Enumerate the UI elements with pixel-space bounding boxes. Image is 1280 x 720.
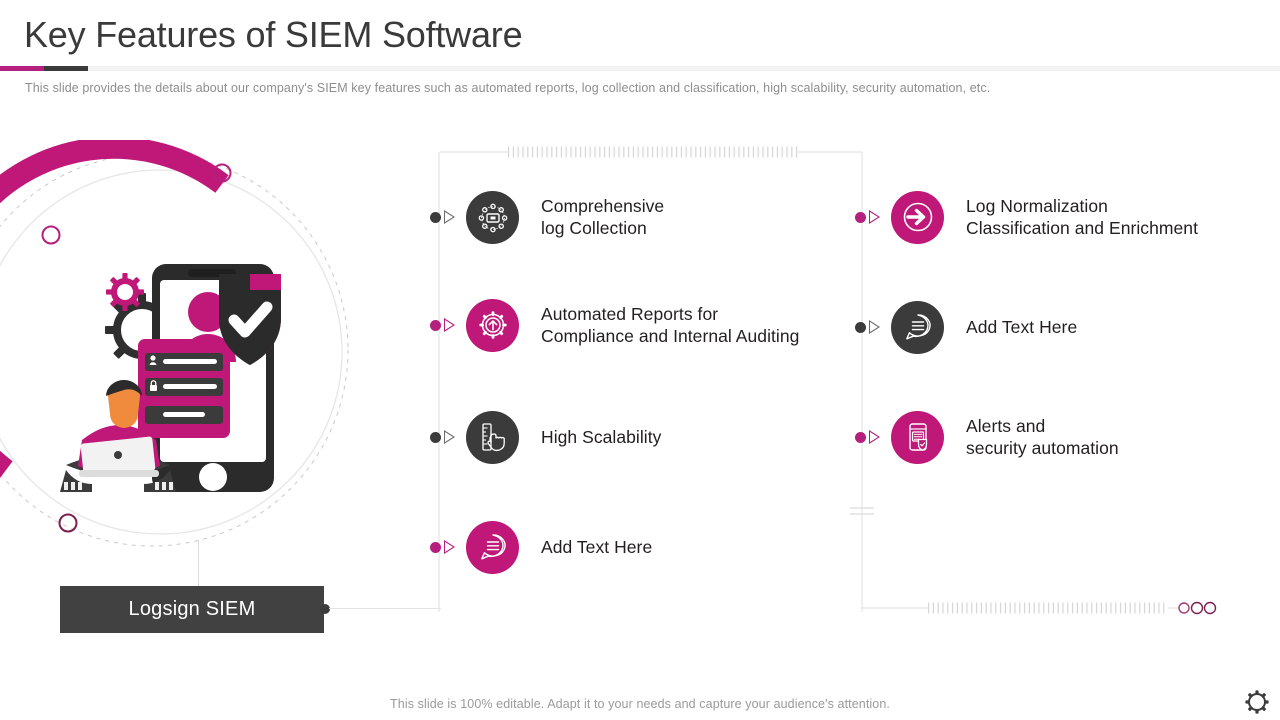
- hand-ruler-scale-icon: [466, 410, 519, 464]
- feature-item-log-normalization[interactable]: Log Normalization Classification and Enr…: [855, 188, 1198, 246]
- arrow-into-circle-icon: [891, 190, 944, 244]
- page-header: Key Features of SIEM Software This slide…: [0, 0, 1280, 110]
- feature-marker: [430, 207, 460, 227]
- feature-marker: [855, 207, 885, 227]
- feature-item-automated-reports[interactable]: Automated Reports for Compliance and Int…: [430, 296, 799, 354]
- feature-marker: [430, 427, 460, 447]
- feature-label: Alerts and security automation: [966, 415, 1119, 459]
- logsign-connector-dot: [320, 604, 330, 614]
- logsign-stem-line: [198, 540, 199, 586]
- logsign-label-text: Logsign SIEM: [128, 598, 256, 620]
- feature-item-comprehensive-log-collection[interactable]: Comprehensive log Collection: [430, 188, 664, 246]
- feature-label: High Scalability: [541, 426, 662, 447]
- feature-marker: [855, 427, 885, 447]
- feature-marker: [430, 315, 460, 335]
- feature-item-add-text-here-right[interactable]: Add Text Here: [855, 298, 1077, 356]
- page-title: Key Features of SIEM Software: [24, 14, 523, 55]
- feature-item-add-text-here-left[interactable]: Add Text Here: [430, 518, 652, 576]
- title-divider: [0, 66, 1280, 71]
- title-accent-dark: [44, 66, 88, 71]
- feature-item-alerts-security-automation[interactable]: Alerts and security automation: [855, 408, 1119, 466]
- feature-item-high-scalability[interactable]: High Scalability: [430, 408, 661, 466]
- feature-label: Log Normalization Classification and Enr…: [966, 195, 1198, 239]
- chat-bubble-lines-icon: [466, 520, 519, 574]
- chat-bubble-lines-icon: [891, 300, 944, 354]
- gear-upload-icon: [466, 298, 519, 352]
- gear-icon[interactable]: [1243, 688, 1271, 720]
- mobile-shield-alert-icon: [891, 410, 944, 464]
- footer-note: This slide is 100% editable. Adapt it to…: [390, 697, 890, 711]
- feature-marker: [855, 317, 885, 337]
- title-accent-pink: [0, 66, 44, 71]
- siem-illustration: [0, 140, 370, 560]
- page-subtitle: This slide provides the details about ou…: [25, 81, 991, 95]
- logsign-connector-wire: [329, 608, 441, 609]
- feature-marker: [430, 537, 460, 557]
- network-hub-icon: [466, 190, 519, 244]
- feature-label: Add Text Here: [966, 316, 1078, 337]
- feature-label: Add Text Here: [541, 536, 653, 557]
- feature-label: Comprehensive log Collection: [541, 195, 665, 239]
- logsign-label-box[interactable]: Logsign SIEM: [60, 586, 324, 633]
- feature-label: Automated Reports for Compliance and Int…: [541, 303, 800, 347]
